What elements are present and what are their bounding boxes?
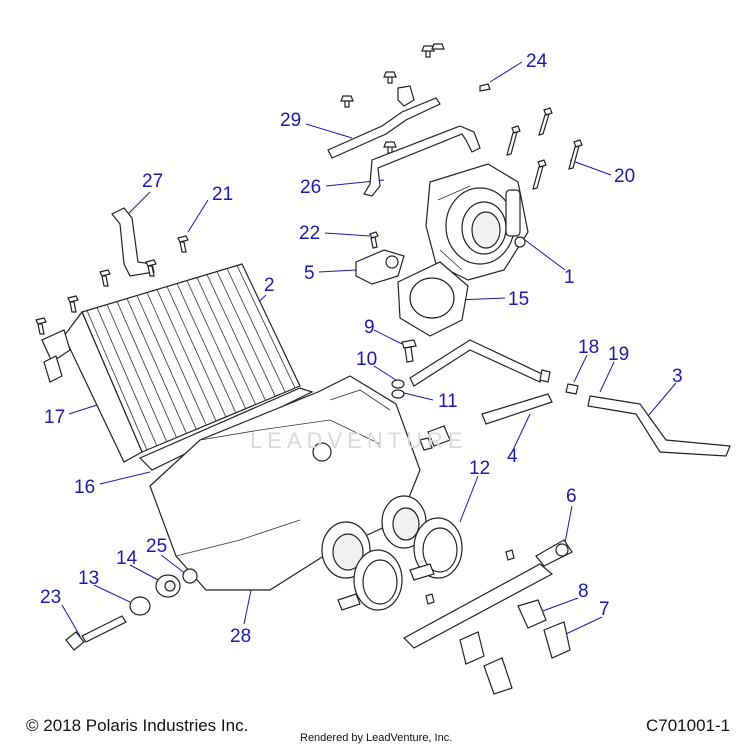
callout-4[interactable]: 4: [507, 446, 518, 467]
rendered-by-text: Rendered by LeadVenture, Inc.: [300, 732, 453, 744]
diagram-id: C701001-1: [646, 716, 731, 735]
callout-17[interactable]: 17: [44, 407, 66, 428]
sensor: [355, 231, 405, 285]
callout-29[interactable]: 29: [280, 110, 302, 131]
callout-8[interactable]: 8: [578, 581, 589, 602]
callout-18[interactable]: 18: [578, 337, 600, 358]
callout-28[interactable]: 28: [230, 626, 252, 647]
intercooler-fin: [96, 307, 158, 446]
callout-19[interactable]: 19: [608, 344, 630, 365]
intercooler-fin: [216, 271, 276, 397]
callout-14[interactable]: 14: [116, 548, 138, 569]
callout-7[interactable]: 7: [599, 599, 610, 620]
intercooler: [41, 263, 301, 463]
intercooler-fin: [196, 277, 256, 405]
intercooler-fin: [176, 283, 237, 413]
throttle-bolts: [506, 107, 583, 190]
callout-6[interactable]: 6: [566, 486, 577, 507]
intercooler-fin: [146, 292, 207, 426]
bracket-26: [363, 125, 481, 197]
intercooler-fin: [106, 304, 168, 442]
callout-9[interactable]: 9: [364, 317, 375, 338]
callout-21[interactable]: 21: [212, 184, 234, 205]
bolt-9: [391, 339, 417, 399]
callout-3[interactable]: 3: [672, 366, 683, 387]
intercooler-fin: [86, 310, 148, 451]
intercooler-fin: [116, 301, 177, 438]
callout-24[interactable]: 24: [526, 51, 548, 72]
intercooler-fin: [136, 295, 197, 430]
intercooler-fin: [186, 280, 247, 409]
callout-13[interactable]: 13: [78, 568, 100, 589]
bracket-29: [327, 97, 441, 159]
bolt-23-and-washers: [65, 568, 198, 651]
callout-20[interactable]: 20: [614, 166, 636, 187]
callout-25[interactable]: 25: [146, 536, 168, 557]
callout-16[interactable]: 16: [74, 477, 96, 498]
top-bolts: [340, 43, 491, 154]
intercooler-fin: [126, 298, 187, 434]
callout-26[interactable]: 26: [300, 177, 322, 198]
callout-1[interactable]: 1: [564, 267, 575, 288]
callout-15[interactable]: 15: [508, 289, 530, 310]
callout-23[interactable]: 23: [40, 587, 62, 608]
callout-11[interactable]: 11: [438, 391, 458, 412]
callout-22[interactable]: 22: [299, 223, 321, 244]
copyright-text: © 2018 Polaris Industries Inc.: [26, 716, 249, 735]
intercooler-fin: [226, 268, 286, 393]
intercooler-fin: [166, 286, 227, 418]
intake-manifold: [149, 375, 451, 591]
intercooler-fin: [156, 289, 217, 422]
intercooler-fin: [206, 274, 266, 401]
callout-2[interactable]: 2: [264, 275, 275, 296]
throttle-body: [425, 163, 529, 281]
clamps: [337, 517, 463, 611]
callout-27[interactable]: 27: [142, 171, 164, 192]
fuel-rail: [403, 539, 573, 695]
throttle-gasket: [397, 261, 469, 337]
watermark: LEADVENTURE: [250, 428, 468, 453]
callout-5[interactable]: 5: [304, 263, 315, 284]
callout-10[interactable]: 10: [356, 349, 378, 370]
bracket-27: [35, 207, 189, 335]
intercooler-fin: [236, 265, 296, 389]
callout-12[interactable]: 12: [469, 458, 491, 479]
hoses: [409, 339, 731, 457]
